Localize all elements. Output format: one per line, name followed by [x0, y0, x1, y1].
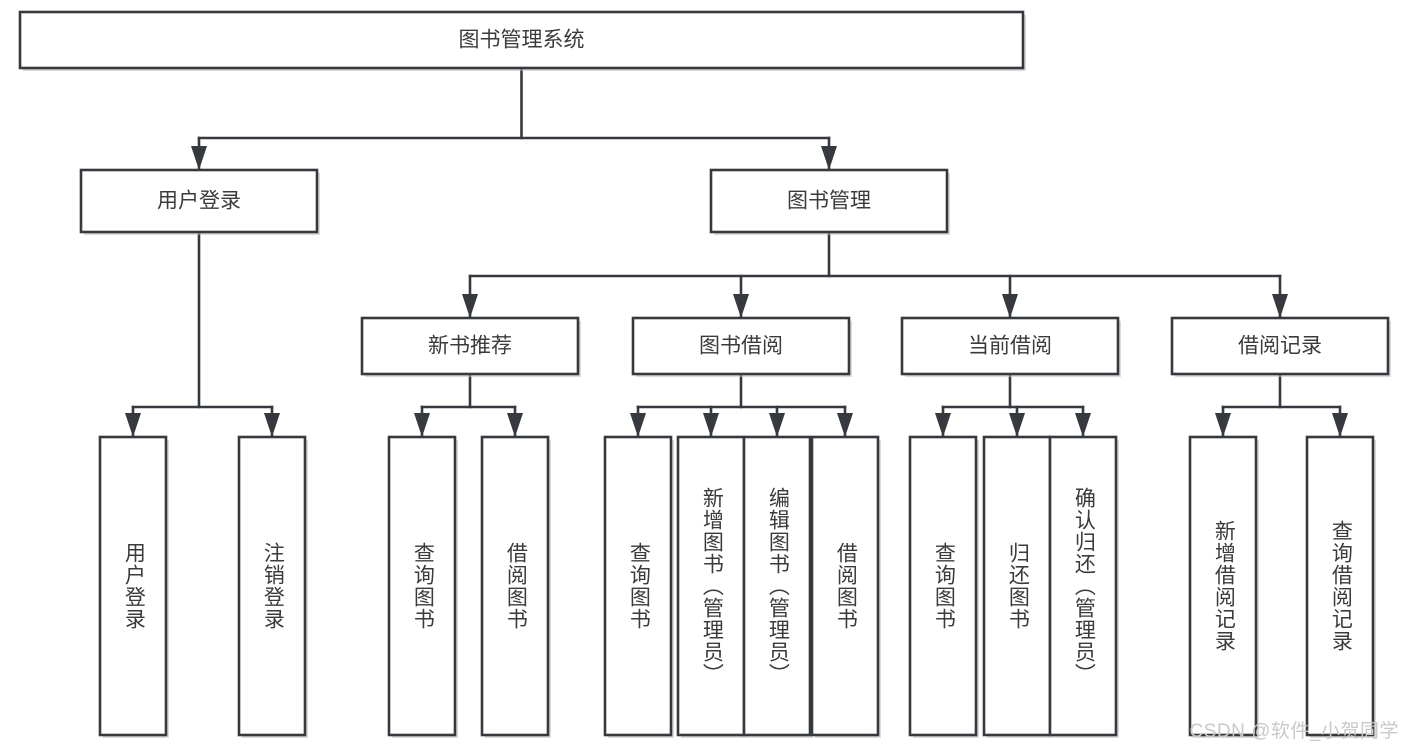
- arrow-head-icon-user-logout: [264, 413, 280, 437]
- node-book-management[interactable]: [709, 168, 950, 235]
- node-box-current-borrow[interactable]: [900, 316, 1120, 376]
- arrow-head-icon-book-borrow: [733, 294, 749, 318]
- node-user-logout[interactable]: [237, 435, 308, 738]
- node-box-query-book-1[interactable]: [387, 435, 457, 737]
- node-box-root[interactable]: [18, 10, 1025, 70]
- node-add-book-admin[interactable]: [676, 435, 747, 738]
- node-box-user-login-do[interactable]: [98, 435, 168, 737]
- arrow-head-icon-edit-book-admin: [769, 413, 785, 437]
- node-box-borrow-book-2[interactable]: [810, 435, 880, 737]
- node-box-borrow-book-1[interactable]: [480, 435, 550, 737]
- arrow-head-icon-query-book-3: [935, 413, 951, 437]
- node-label-book-management: 图书管理: [787, 190, 871, 213]
- arrow-head-icon-return-book: [1009, 413, 1025, 437]
- arrow-head-icon-query-book-1: [414, 413, 430, 437]
- node-borrow-record[interactable]: [1170, 316, 1391, 377]
- node-query-book-1[interactable]: [387, 435, 458, 738]
- arrow-head-icon-user-login: [191, 146, 207, 170]
- node-query-book-3[interactable]: [908, 435, 979, 738]
- arrow-head-icon-user-login-do: [125, 413, 141, 437]
- arrow-head-icon-add-borrow-record: [1215, 413, 1231, 437]
- node-box-add-borrow-record[interactable]: [1188, 435, 1258, 737]
- arrow-head-icon-new-book-recommend: [462, 294, 478, 318]
- node-book-borrow[interactable]: [631, 316, 852, 377]
- node-confirm-return-admin[interactable]: [1048, 435, 1119, 738]
- node-label-root: 图书管理系统: [459, 29, 585, 52]
- arrow-head-icon-current-borrow: [1002, 294, 1018, 318]
- node-label-new-book-recommend: 新书推荐: [428, 335, 512, 358]
- node-label-book-borrow: 图书借阅: [699, 335, 783, 358]
- node-box-user-logout[interactable]: [237, 435, 307, 737]
- arrow-head-icon-query-book-2: [630, 413, 646, 437]
- node-current-borrow[interactable]: [900, 316, 1121, 377]
- node-box-query-book-2[interactable]: [603, 435, 673, 737]
- node-box-edit-book-admin[interactable]: [742, 435, 812, 737]
- node-borrow-book-1[interactable]: [480, 435, 551, 738]
- node-box-new-book-recommend[interactable]: [360, 316, 580, 376]
- watermark-text: CSDN @软件_小贺同学: [1189, 721, 1399, 742]
- node-user-login-do[interactable]: [98, 435, 169, 738]
- node-borrow-book-2[interactable]: [810, 435, 881, 738]
- arrow-head-icon-book-management: [821, 146, 837, 170]
- node-edit-book-admin[interactable]: [742, 435, 813, 738]
- arrow-head-icon-borrow-book-1: [507, 413, 523, 437]
- node-box-add-book-admin[interactable]: [676, 435, 746, 737]
- node-box-user-login[interactable]: [79, 168, 319, 234]
- node-user-login[interactable]: [79, 168, 320, 235]
- arrow-head-icon-borrow-record: [1272, 294, 1288, 318]
- arrow-head-icon-confirm-return-admin: [1075, 413, 1091, 437]
- node-return-book[interactable]: [982, 435, 1053, 738]
- node-root[interactable]: [18, 10, 1026, 71]
- node-label-current-borrow: 当前借阅: [968, 335, 1052, 358]
- node-box-query-book-3[interactable]: [908, 435, 978, 737]
- node-box-query-borrow-record[interactable]: [1305, 435, 1375, 737]
- arrow-head-icon-add-book-admin: [703, 413, 719, 437]
- arrow-head-icon-borrow-book-2: [837, 413, 853, 437]
- node-add-borrow-record[interactable]: [1188, 435, 1259, 738]
- node-label-borrow-record: 借阅记录: [1238, 335, 1322, 358]
- node-query-book-2[interactable]: [603, 435, 674, 738]
- node-query-borrow-record[interactable]: [1305, 435, 1376, 738]
- node-label-user-login: 用户登录: [157, 190, 241, 213]
- node-box-book-borrow[interactable]: [631, 316, 851, 376]
- node-box-return-book[interactable]: [982, 435, 1052, 737]
- arrow-head-icon-query-borrow-record: [1332, 413, 1348, 437]
- node-new-book-recommend[interactable]: [360, 316, 581, 377]
- node-box-borrow-record[interactable]: [1170, 316, 1390, 376]
- node-box-confirm-return-admin[interactable]: [1048, 435, 1118, 737]
- node-box-book-management[interactable]: [709, 168, 949, 234]
